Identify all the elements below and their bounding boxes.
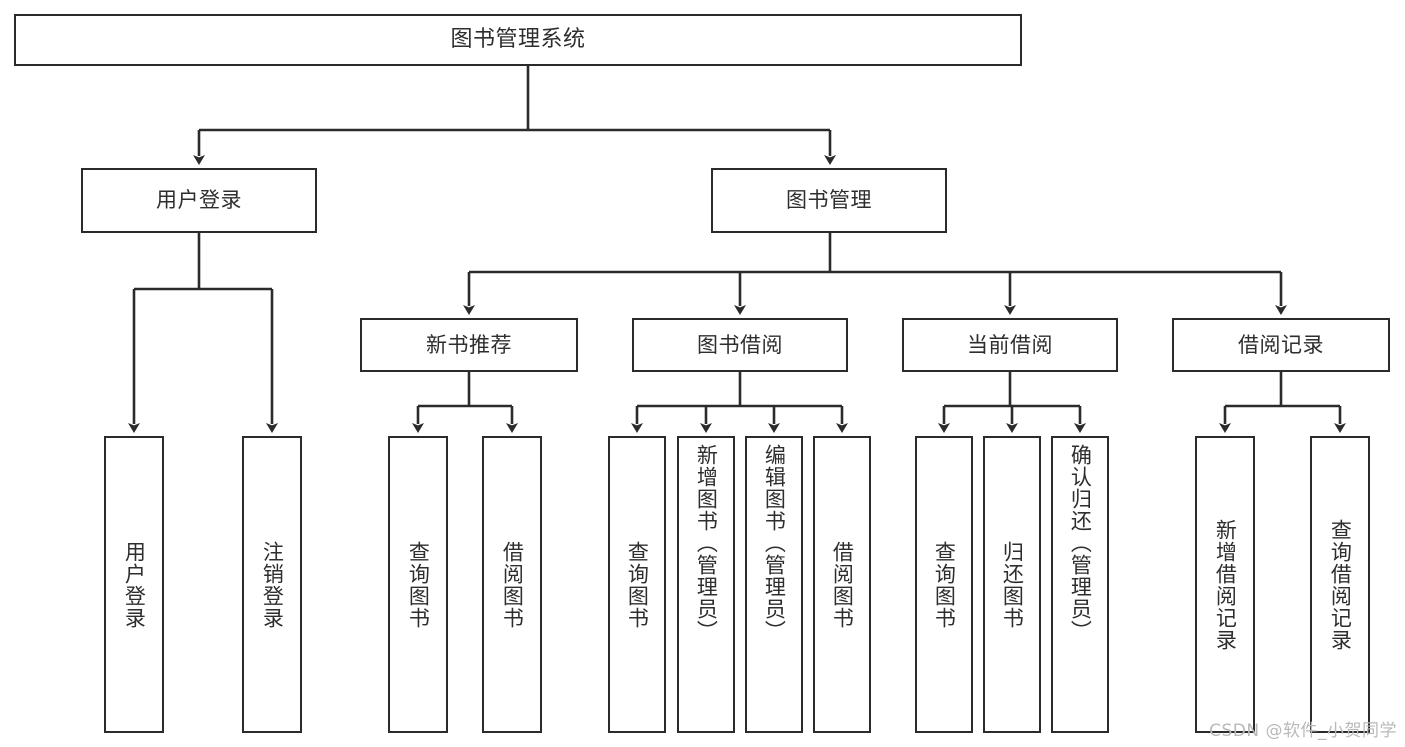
node-leaf-confirm-return-admin[interactable]: 确认归还（管理员）	[1051, 436, 1109, 733]
node-label: 查询图书	[932, 540, 957, 629]
node-label: 新增图书（管理员）	[694, 444, 719, 642]
node-label: 借阅记录	[1238, 332, 1324, 357]
node-label: 查询图书	[406, 540, 431, 629]
node-leaf-query-book-3[interactable]: 查询图书	[915, 436, 973, 733]
node-current-borrow[interactable]: 当前借阅	[902, 318, 1118, 372]
node-leaf-edit-book-admin[interactable]: 编辑图书（管理员）	[745, 436, 803, 733]
node-new-book-recommend[interactable]: 新书推荐	[360, 318, 578, 372]
node-leaf-query-book-2[interactable]: 查询图书	[608, 436, 666, 733]
node-label: 当前借阅	[967, 332, 1053, 357]
node-label: 用户登录	[156, 188, 242, 213]
node-label: 图书借阅	[697, 332, 783, 357]
node-leaf-add-book-admin[interactable]: 新增图书（管理员）	[677, 436, 735, 733]
node-leaf-add-borrow-record[interactable]: 新增借阅记录	[1195, 436, 1255, 733]
node-leaf-return-book[interactable]: 归还图书	[983, 436, 1041, 733]
node-label: 图书管理系统	[450, 27, 586, 53]
node-root-system[interactable]: 图书管理系统	[14, 14, 1022, 66]
node-label: 编辑图书（管理员）	[762, 444, 787, 642]
node-label: 确认归还（管理员）	[1068, 444, 1093, 642]
node-leaf-query-borrow-record[interactable]: 查询借阅记录	[1310, 436, 1370, 733]
node-leaf-user-login[interactable]: 用户登录	[104, 436, 164, 733]
node-label: 查询图书	[625, 540, 650, 629]
node-label: 图书管理	[786, 188, 872, 213]
node-label: 归还图书	[1000, 540, 1025, 629]
watermark-text: CSDN @软件_小贺同学	[1209, 721, 1397, 741]
node-label: 用户登录	[122, 540, 147, 629]
node-label: 新书推荐	[426, 332, 512, 357]
node-leaf-query-book-1[interactable]: 查询图书	[388, 436, 448, 733]
node-label: 借阅图书	[500, 540, 525, 629]
node-label: 查询借阅记录	[1328, 518, 1353, 651]
node-user-login[interactable]: 用户登录	[81, 168, 317, 233]
node-label: 注销登录	[260, 540, 285, 629]
node-label: 新增借阅记录	[1213, 518, 1238, 651]
node-book-borrow[interactable]: 图书借阅	[632, 318, 848, 372]
node-book-manage[interactable]: 图书管理	[711, 168, 947, 233]
node-borrow-record[interactable]: 借阅记录	[1172, 318, 1390, 372]
node-leaf-borrow-book-1[interactable]: 借阅图书	[482, 436, 542, 733]
node-leaf-logout-login[interactable]: 注销登录	[242, 436, 302, 733]
node-leaf-borrow-book-2[interactable]: 借阅图书	[813, 436, 871, 733]
node-label: 借阅图书	[830, 540, 855, 629]
